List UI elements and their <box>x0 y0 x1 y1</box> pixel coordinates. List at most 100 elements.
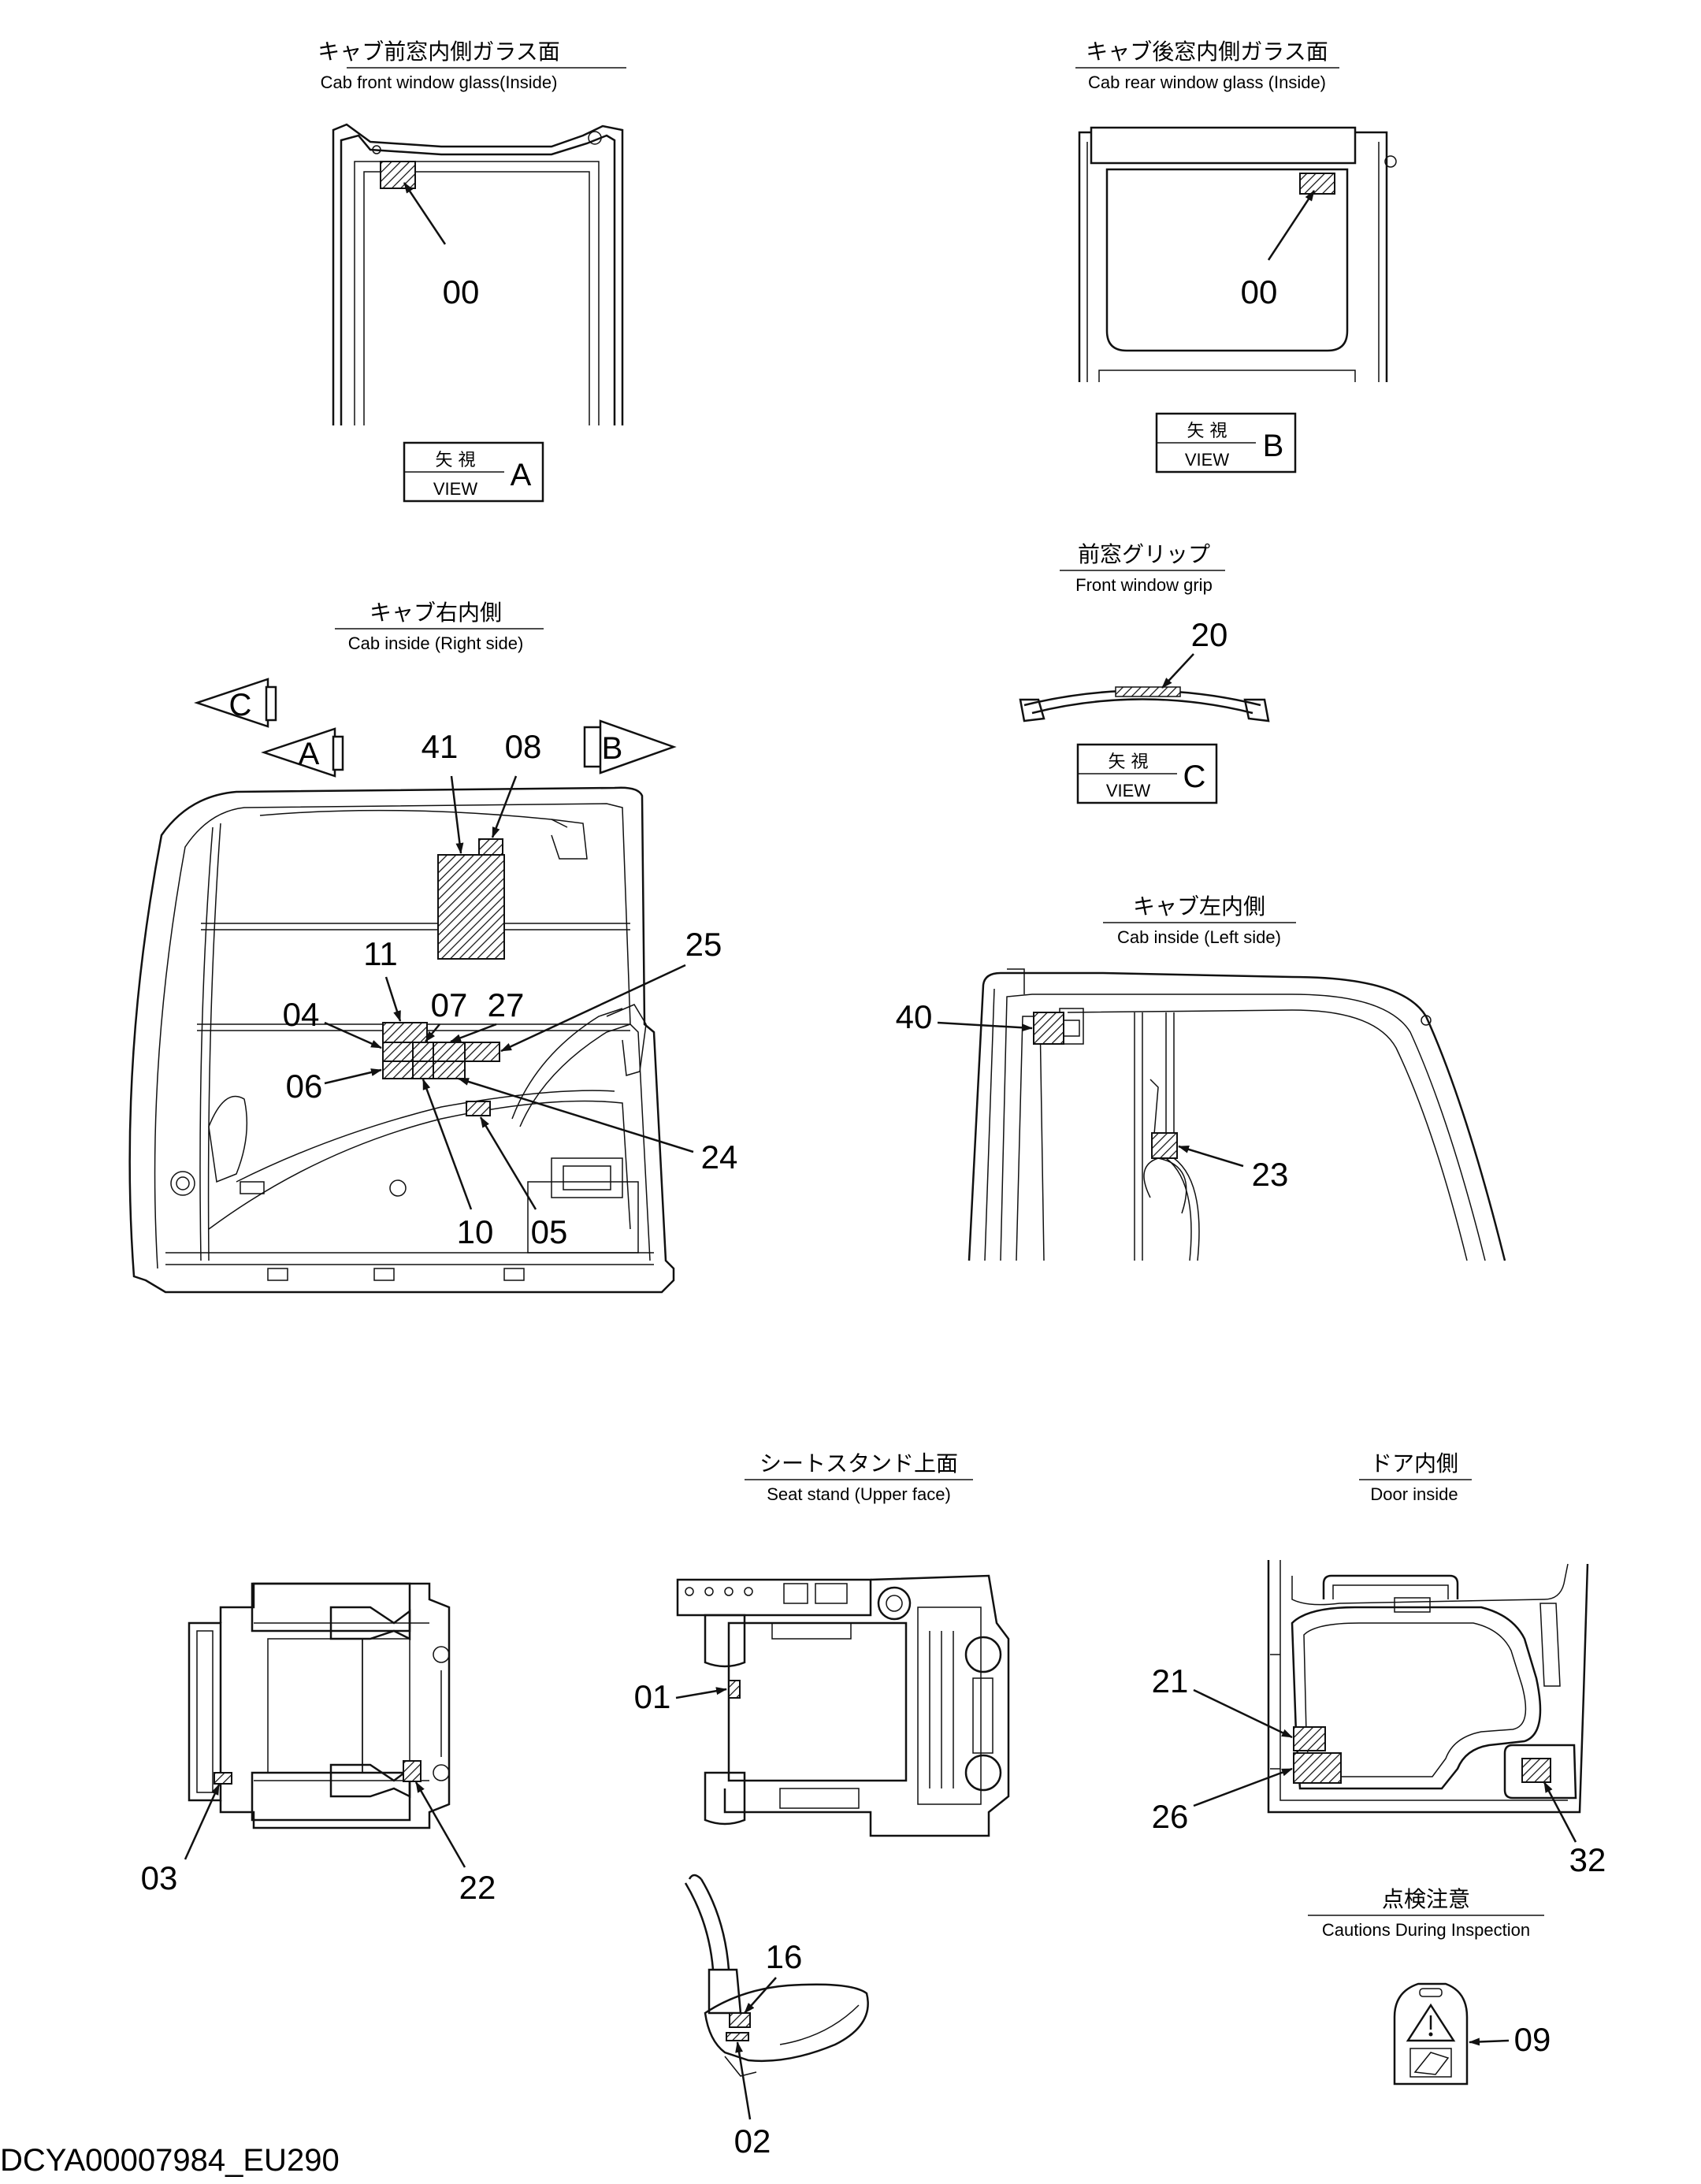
rear-glass-view: キャブ後窓内側ガラス面 Cab rear window glass (Insid… <box>1075 39 1397 474</box>
warning-triangle-icon <box>1406 2003 1456 2042</box>
part-number-40: 40 <box>896 998 933 1035</box>
seat-stand-title-jp: シートスタンド上面 <box>760 1450 958 1476</box>
svg-text:C: C <box>1183 760 1206 794</box>
front-glass-view: キャブ前窓内側ガラス面 Cab front window glass(Insid… <box>318 39 626 503</box>
seat-stand-title-en: Seat stand (Upper face) <box>767 1484 951 1504</box>
drawing-code: DCYA00007984_EU290 <box>0 2143 340 2178</box>
part-number-05: 05 <box>531 1213 568 1250</box>
part-number-08: 08 <box>505 728 542 765</box>
part-number-25: 25 <box>685 926 722 963</box>
part-number-22: 22 <box>459 1869 496 1906</box>
left-inside-title-en: Cab inside (Left side) <box>1117 927 1281 947</box>
part-number-00-front: 00 <box>443 273 480 310</box>
part-number-04: 04 <box>283 996 320 1033</box>
joystick-part <box>684 1874 869 2077</box>
grip-view: 前窓グリップ Front window grip 20 矢 視 VIEW C <box>1019 541 1270 804</box>
front-window-frame <box>332 123 624 425</box>
rear-glass-title-jp: キャブ後窓内側ガラス面 <box>1086 39 1328 65</box>
part-number-26: 26 <box>1152 1798 1189 1835</box>
part-number-41: 41 <box>422 728 459 765</box>
svg-text:C: C <box>229 688 252 722</box>
part-number-09: 09 <box>1514 2021 1551 2058</box>
svg-text:VIEW: VIEW <box>1106 781 1150 800</box>
label-08 <box>478 838 503 856</box>
label-27 <box>433 1042 466 1062</box>
label-40 <box>1033 1012 1064 1045</box>
svg-text:A: A <box>299 737 320 771</box>
front-glass-title-en: Cab front window glass(Inside) <box>321 72 558 92</box>
label-10 <box>412 1060 434 1079</box>
part-number-32: 32 <box>1569 1841 1606 1878</box>
view-arrow-b: B <box>583 719 677 774</box>
label-20 <box>1115 686 1181 697</box>
cautions-title-jp: 点検注意 <box>1382 1886 1470 1912</box>
view-box-c: 矢 視 VIEW C <box>1076 743 1218 804</box>
grip-title-jp: 前窓グリップ <box>1078 541 1210 567</box>
label-01 <box>728 1680 741 1699</box>
label-16 <box>729 2012 751 2028</box>
part-number-06: 06 <box>286 1068 323 1105</box>
part-number-02: 02 <box>734 2123 771 2160</box>
grip-title-en: Front window grip <box>1075 575 1213 595</box>
door-inside-view: ドア内側 Door inside 21 26 32 <box>1152 1450 1606 1878</box>
label-02 <box>726 2032 749 2041</box>
label-25 <box>464 1042 500 1062</box>
cautions-view: 点検注意 Cautions During Inspection 09 <box>1308 1886 1551 2086</box>
caution-tag-part <box>1393 1982 1469 2086</box>
part-number-23: 23 <box>1252 1156 1289 1193</box>
part-number-24: 24 <box>701 1138 738 1176</box>
manual-book-icon <box>1409 2048 1452 2078</box>
part-number-11: 11 <box>363 935 398 972</box>
svg-text:VIEW: VIEW <box>433 479 477 499</box>
part-number-27: 27 <box>488 986 525 1023</box>
left-cab-frame <box>967 968 1506 1261</box>
view-box-a: 矢 視 VIEW A <box>403 441 544 503</box>
joystick-view: 16 02 <box>684 1874 869 2160</box>
left-inside-view: キャブ左内側 Cab inside (Left side) 40 23 <box>896 893 1506 1261</box>
label-21 <box>1293 1726 1326 1751</box>
label-04 <box>382 1042 414 1062</box>
part-number-01: 01 <box>634 1678 671 1715</box>
right-inside-title-en: Cab inside (Right side) <box>348 633 524 653</box>
front-glass-title-jp: キャブ前窓内側ガラス面 <box>318 39 559 65</box>
part-number-16: 16 <box>766 1938 803 1975</box>
label-22 <box>403 1760 422 1782</box>
rear-glass-title-en: Cab rear window glass (Inside) <box>1088 72 1326 92</box>
view-arrow-a: A <box>261 727 344 778</box>
label-32 <box>1521 1758 1551 1783</box>
label-41 <box>437 854 505 960</box>
view-arrow-c: C <box>194 678 277 728</box>
svg-text:矢 視: 矢 視 <box>1109 752 1149 772</box>
view-box-b: 矢 視 VIEW B <box>1155 412 1297 474</box>
seat-front-part <box>188 1582 451 1829</box>
door-part <box>1267 1560 1589 1814</box>
door-inside-title-en: Door inside <box>1370 1484 1458 1504</box>
label-24 <box>433 1060 466 1079</box>
door-inside-title-jp: ドア内側 <box>1370 1450 1458 1476</box>
seat-stand-view: シートスタンド上面 Seat stand (Upper face) <box>634 1450 1010 1837</box>
svg-text:B: B <box>602 731 623 766</box>
label-06 <box>382 1060 414 1079</box>
cautions-title-en: Cautions During Inspection <box>1322 1920 1530 1940</box>
right-inside-view: キャブ右内側 Cab inside (Right side) C A B <box>128 600 738 1294</box>
label-03 <box>214 1772 232 1785</box>
svg-text:B: B <box>1263 429 1284 463</box>
seat-stand-part <box>676 1574 1010 1837</box>
label-26 <box>1293 1752 1342 1784</box>
seat-front-view: 03 22 <box>141 1582 496 1906</box>
svg-text:A: A <box>511 458 532 492</box>
part-number-03: 03 <box>141 1859 178 1896</box>
label-11 <box>382 1022 428 1043</box>
part-number-20: 20 <box>1191 616 1228 653</box>
left-inside-title-jp: キャブ左内側 <box>1133 893 1265 919</box>
label-00-rear <box>1299 173 1335 195</box>
svg-text:矢 視: 矢 視 <box>1187 422 1227 441</box>
part-number-00-rear: 00 <box>1241 273 1278 310</box>
svg-text:VIEW: VIEW <box>1185 450 1229 470</box>
label-00-front <box>380 161 416 189</box>
part-number-07: 07 <box>431 986 468 1023</box>
right-inside-title-jp: キャブ右内側 <box>370 600 502 626</box>
label-07 <box>412 1042 434 1062</box>
label-23 <box>1151 1132 1178 1159</box>
